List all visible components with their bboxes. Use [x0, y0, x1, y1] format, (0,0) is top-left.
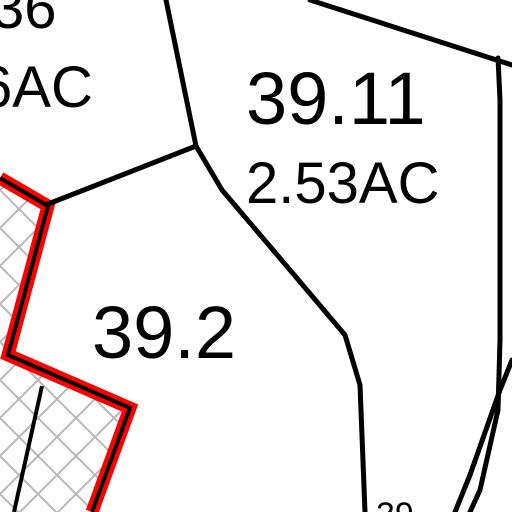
parcel-label-36: 36 6AC	[0, 0, 93, 120]
parcel-lines	[45, 0, 512, 512]
parcel-line-right	[467, 55, 503, 512]
parcel-line-upper-left	[163, 0, 199, 149]
parcel-line-3911-392	[193, 143, 368, 512]
parcel-label-39-11: 39.11 2.53AC	[246, 57, 439, 216]
parcel-39-2-id: 39.2	[92, 291, 236, 374]
parcel-line-36-392	[45, 143, 199, 207]
parcel-36-id: 36	[0, 0, 57, 41]
parcel-line-top	[307, 0, 512, 68]
highlighted-parcel-boundary	[0, 172, 139, 512]
parcel-39-11-area: 2.53AC	[246, 151, 439, 216]
parcel-39-11-id: 39.11	[246, 57, 426, 140]
parcel-line-right-branch	[452, 357, 512, 512]
parcel-36-area: 6AC	[0, 55, 93, 120]
parcel-label-39-2: 39.2	[92, 291, 236, 374]
partial-parcel-label: 39	[376, 496, 414, 512]
